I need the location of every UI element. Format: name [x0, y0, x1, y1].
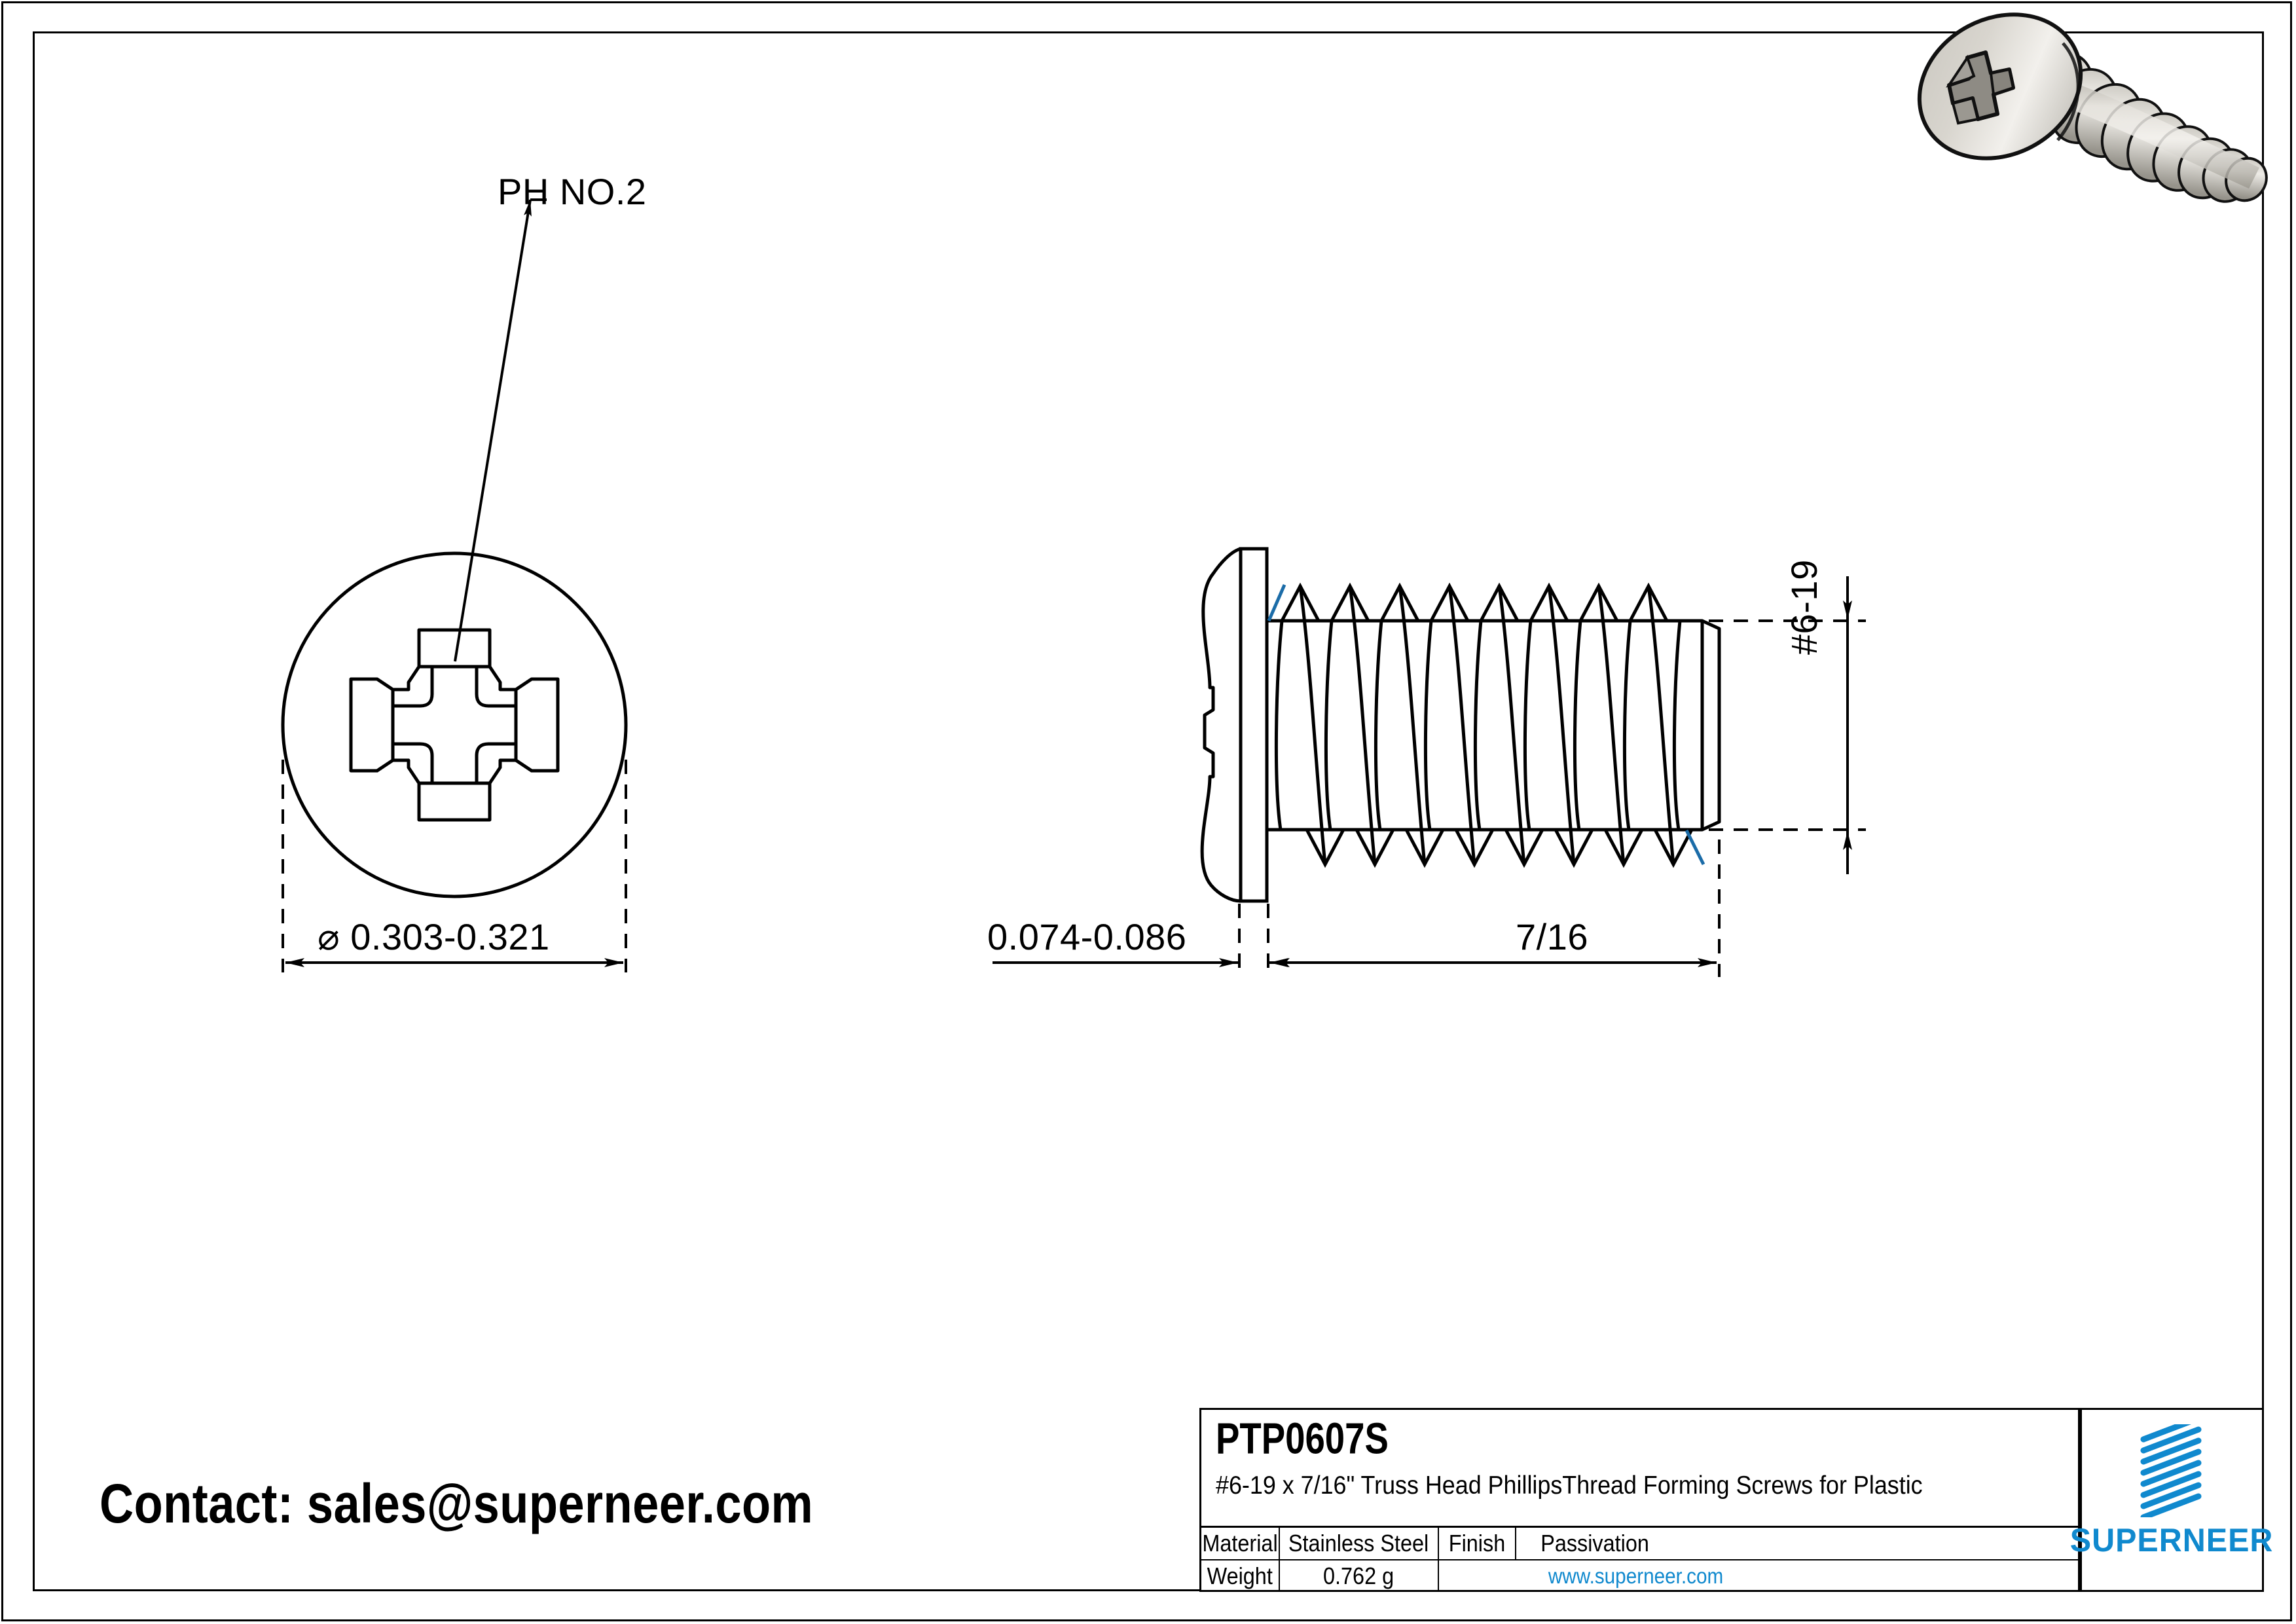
- part-description: #6-19 x 7/16" Truss Head PhillipsThread …: [1216, 1471, 1923, 1500]
- finish-label: Finish: [1439, 1528, 1516, 1559]
- material-label: Material: [1201, 1528, 1280, 1559]
- table-row: Material Stainless Steel Finish Passivat…: [1201, 1528, 2078, 1560]
- head-height-dimension-text: 0.074-0.086: [987, 916, 1187, 957]
- finish-value: Passivation: [1540, 1530, 1649, 1557]
- part-number: PTP0607S: [1216, 1414, 1389, 1464]
- website-url[interactable]: www.superneer.com: [1548, 1564, 1724, 1588]
- logo-wordmark: SUPERNEER: [2070, 1522, 2274, 1559]
- thread-size-dimension-text: #6-19: [1783, 559, 1825, 655]
- screw-length-dimension-text: 7/16: [1516, 916, 1588, 957]
- material-value: Stainless Steel: [1280, 1528, 1439, 1559]
- drawing-frame: [33, 31, 2264, 1591]
- title-block: PTP0607S #6-19 x 7/16" Truss Head Philli…: [1199, 1408, 2080, 1592]
- contact-email-text: Contact: sales@superneer.com: [100, 1473, 814, 1534]
- recess-callout-label: PH NO.2: [498, 171, 647, 212]
- superneer-logo-icon: [2140, 1424, 2201, 1517]
- head-diameter-dimension-text: ⌀ 0.303-0.321: [318, 916, 550, 957]
- weight-value: 0.762 g: [1280, 1560, 1439, 1592]
- logo-block: SUPERNEER: [2070, 1408, 2273, 1592]
- table-row: Weight 0.762 g www.superneer.com: [1201, 1560, 2078, 1592]
- title-block-header: PTP0607S #6-19 x 7/16" Truss Head Philli…: [1201, 1410, 2078, 1528]
- weight-label: Weight: [1201, 1560, 1280, 1592]
